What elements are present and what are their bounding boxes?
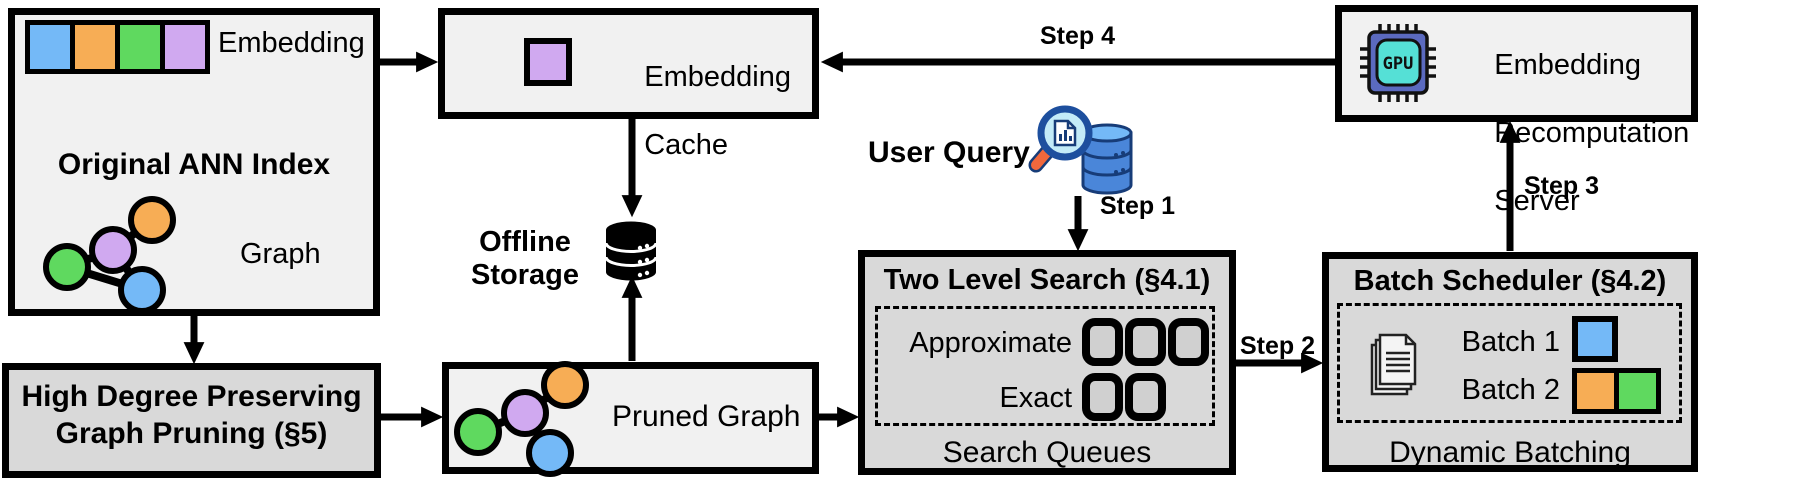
server-line1: Embedding: [1494, 49, 1641, 81]
step1-label: Step 1: [1100, 192, 1176, 220]
offline-storage-label: Offline Storage: [455, 226, 595, 292]
embedding-cache-line1: Embedding: [644, 61, 791, 93]
batch1-swatch-blue: [1572, 316, 1618, 362]
user-query-label: User Query: [868, 136, 1030, 169]
user-query-icon: [1028, 105, 1133, 195]
server-line3: Server: [1494, 185, 1580, 217]
step4-label: Step 4: [1040, 22, 1116, 50]
embedding-cache-label: Embedding Cache: [612, 26, 791, 196]
recomputation-server-label: Embedding Recomputation Server: [1462, 14, 1689, 252]
exact-label: Exact: [999, 382, 1072, 414]
batch2-swatches: [1572, 368, 1661, 414]
embedding-cell-purple: [165, 25, 205, 69]
search-queues-footer: Search Queues: [942, 436, 1152, 469]
gpu-chip-label: GPU: [1383, 54, 1414, 74]
batch2-swatch-orange: [1577, 373, 1614, 409]
graph-label: Graph: [240, 238, 321, 270]
graph-pruning-line1: High Degree Preserving: [21, 380, 362, 413]
original-ann-index-title: Original ANN Index: [57, 148, 331, 181]
graph-pruning-box: [2, 363, 381, 478]
database-icon: [604, 221, 658, 281]
embedding-vector-strip: [25, 20, 210, 74]
queue-slot: [1082, 373, 1123, 421]
batch-scheduler-title: Batch Scheduler (§4.2): [1353, 265, 1667, 297]
graph-pruning-line2: Graph Pruning (§5): [55, 417, 328, 450]
two-level-search-title: Two Level Search (§4.1): [883, 264, 1211, 296]
server-line2: Recomputation: [1494, 117, 1690, 149]
offline-storage-line1: Offline: [479, 226, 571, 258]
embedding-cell-orange: [75, 25, 115, 69]
documents-icon: [1370, 333, 1417, 396]
batch2-swatch-green: [1619, 373, 1656, 409]
original-graph-icon: [43, 196, 176, 314]
embedding-cache-line2: Cache: [644, 129, 729, 161]
embedding-cell-blue: [30, 25, 70, 69]
offline-storage-line2: Storage: [471, 259, 579, 291]
dynamic-batching-panel: [1337, 303, 1682, 423]
embedding-cell-green: [120, 25, 160, 69]
embedding-label: Embedding: [218, 27, 365, 59]
batch2-label: Batch 2: [1461, 374, 1560, 406]
approximate-label: Approximate: [909, 327, 1072, 359]
gpu-chip-icon: GPU: [1360, 24, 1436, 102]
exact-queue-slots: [1082, 373, 1166, 421]
pruned-graph-icon: [454, 361, 589, 477]
batch-scheduler-box: [1322, 252, 1698, 472]
queue-slot: [1082, 318, 1123, 366]
queue-slot: [1168, 318, 1209, 366]
pruned-graph-label: Pruned Graph: [612, 400, 801, 433]
embedding-cache-box: [438, 8, 819, 119]
cached-embedding-swatch: [524, 38, 572, 86]
queue-slot: [1125, 318, 1166, 366]
step3-label: Step 3: [1524, 172, 1600, 200]
approximate-queue-slots: [1082, 318, 1209, 366]
dynamic-batching-footer: Dynamic Batching: [1389, 436, 1631, 469]
batch1-label: Batch 1: [1461, 326, 1560, 358]
search-queues-panel: [875, 306, 1215, 426]
queue-slot: [1125, 373, 1166, 421]
step2-label: Step 2: [1240, 332, 1316, 360]
graph-pruning-title: High Degree Preserving Graph Pruning (§5…: [2, 378, 381, 452]
